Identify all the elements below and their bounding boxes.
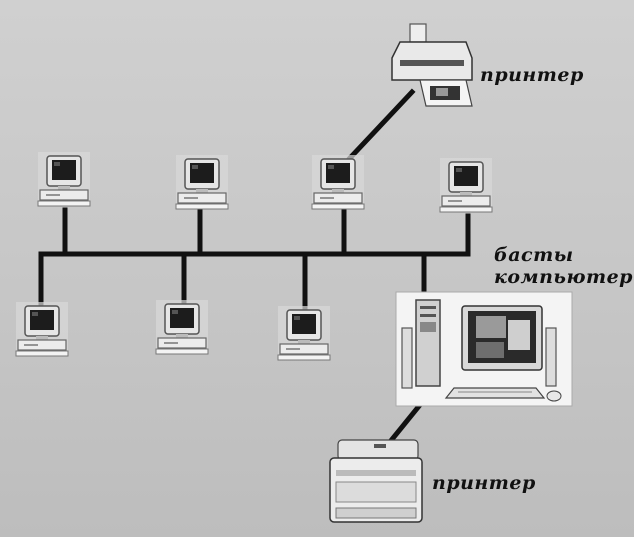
main-computer-label-line1: басты	[494, 244, 633, 266]
computer-top-2	[176, 155, 228, 209]
computer-top-1	[38, 152, 90, 206]
computer-bottom-3	[278, 306, 330, 360]
printer-top	[392, 24, 472, 106]
computer-top-4	[440, 158, 492, 212]
computer-bottom-2	[156, 300, 208, 354]
main-computer-label: басты компьютер	[494, 244, 633, 288]
computer-top-3	[312, 155, 364, 209]
computer-bottom-1	[16, 302, 68, 356]
main-computer-label-line2: компьютер	[494, 266, 633, 288]
printer-bottom	[330, 440, 422, 522]
printer-bottom-label: принтер	[432, 472, 536, 494]
main-computer	[396, 292, 572, 406]
printer-top-label: принтер	[480, 64, 584, 86]
